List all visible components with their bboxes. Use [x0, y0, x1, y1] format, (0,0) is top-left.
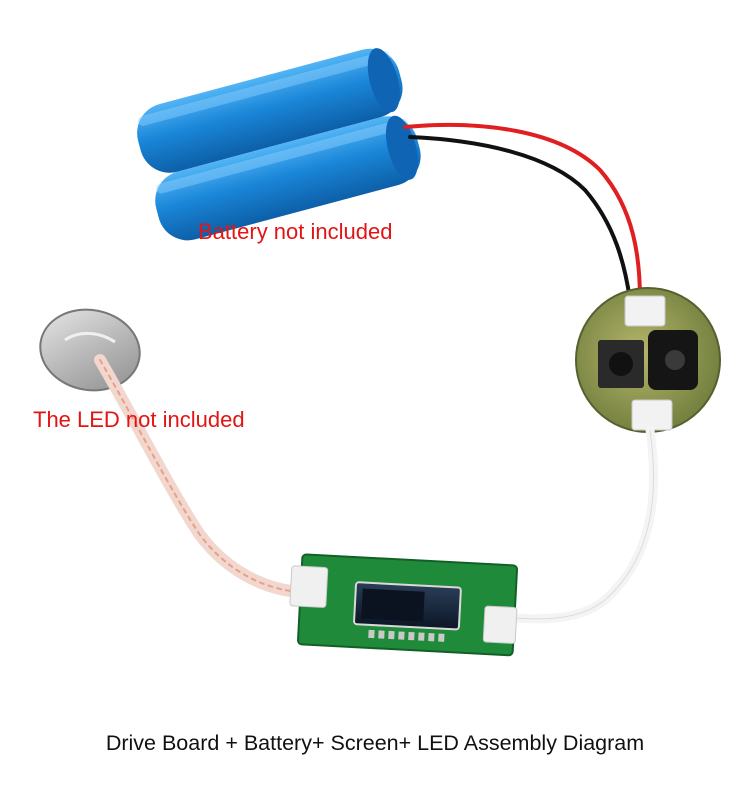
board-cable	[510, 425, 659, 624]
led-not-included-label: The LED not included	[33, 407, 245, 432]
battery-pack	[137, 48, 421, 241]
caption: Drive Board + Battery+ Screen+ LED Assem…	[105, 731, 645, 755]
battery-not-included-label: Battery not included	[198, 219, 393, 244]
battery-wires	[403, 122, 642, 302]
led-disc	[39, 308, 141, 392]
screen-board	[289, 553, 519, 657]
led-cable	[94, 354, 306, 598]
drive-board	[575, 287, 721, 433]
